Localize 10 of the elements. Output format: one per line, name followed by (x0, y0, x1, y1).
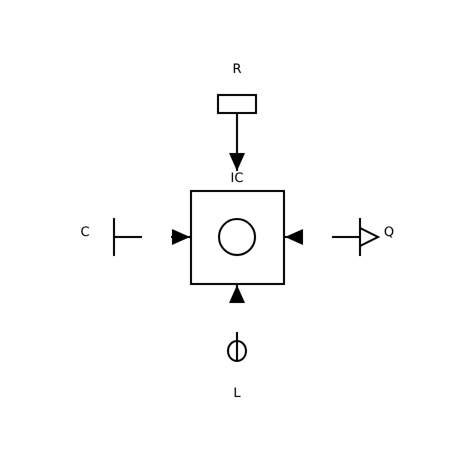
component-label: R (232, 62, 242, 78)
arrow (229, 285, 245, 303)
arrow (285, 229, 303, 245)
component-label: IC (230, 171, 244, 187)
circle-symbol (218, 218, 256, 256)
component-label: Q (384, 225, 394, 241)
component-label: L (233, 386, 241, 402)
component-label: C (80, 225, 90, 241)
arrow (229, 114, 245, 171)
arrow (171, 229, 190, 245)
